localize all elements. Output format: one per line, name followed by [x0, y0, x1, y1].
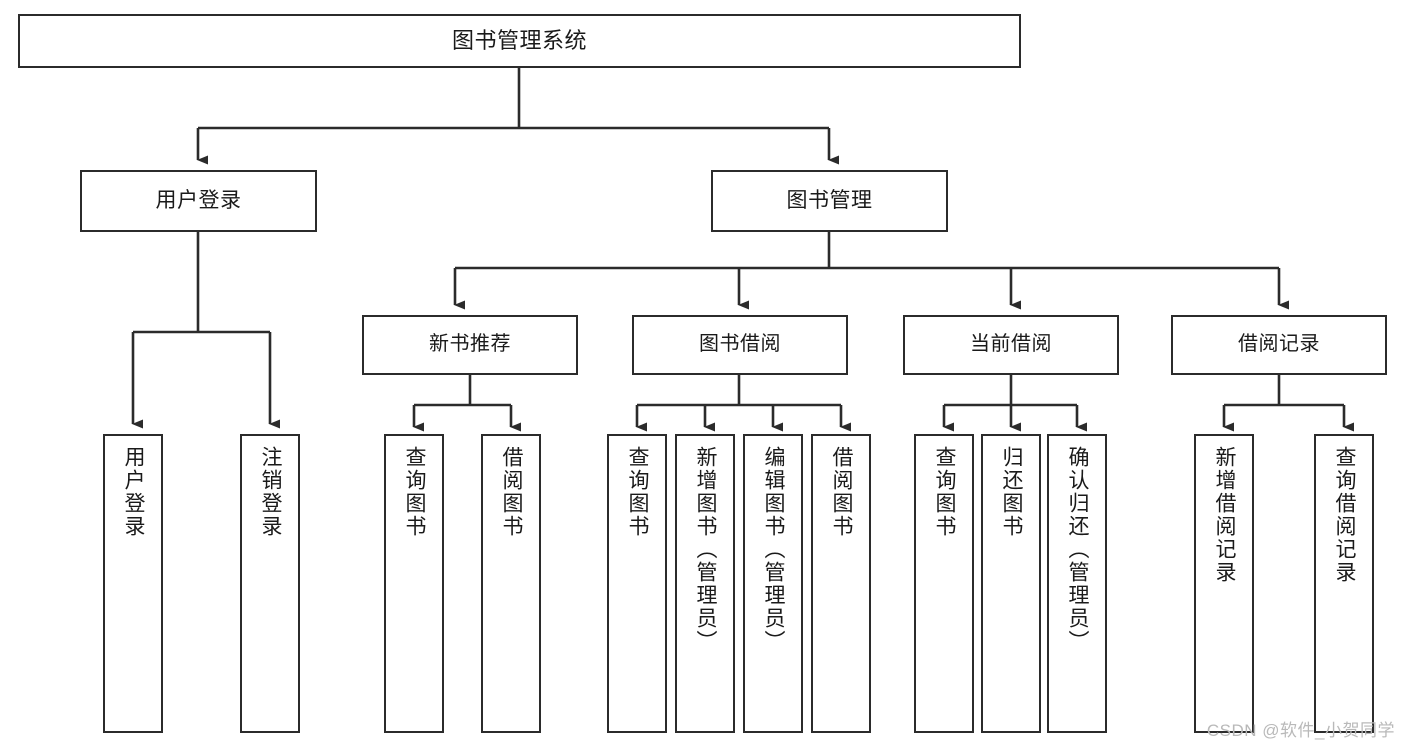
node-leaf-logout-label: 注销登录	[259, 446, 283, 538]
node-book-borrow-label: 图书借阅	[699, 333, 781, 356]
node-leaf-nb-borrow-book[interactable]: 借阅图书	[481, 434, 541, 733]
node-borrow-records[interactable]: 借阅记录	[1171, 315, 1387, 375]
node-leaf-user-login-label: 用户登录	[122, 446, 146, 538]
node-new-books-label: 新书推荐	[429, 333, 511, 356]
node-leaf-br-query-record-label: 查询借阅记录	[1333, 446, 1357, 584]
node-leaf-nb-query-book[interactable]: 查询图书	[384, 434, 444, 733]
node-user-login-label: 用户登录	[155, 188, 242, 212]
node-current-borrow[interactable]: 当前借阅	[903, 315, 1119, 375]
node-leaf-nb-borrow-book-label: 借阅图书	[500, 446, 524, 538]
node-root-label: 图书管理系统	[451, 28, 587, 54]
node-borrow-records-label: 借阅记录	[1238, 333, 1320, 356]
node-new-books[interactable]: 新书推荐	[362, 315, 578, 375]
node-book-manage[interactable]: 图书管理	[711, 170, 948, 232]
node-book-borrow[interactable]: 图书借阅	[632, 315, 848, 375]
node-leaf-cb-return-book[interactable]: 归还图书	[981, 434, 1041, 733]
watermark: CSDN @软件_小贺同学	[1206, 721, 1395, 740]
node-leaf-bb-borrow-book[interactable]: 借阅图书	[811, 434, 871, 733]
node-leaf-cb-return-book-label: 归还图书	[1000, 446, 1024, 538]
node-leaf-cb-confirm-return[interactable]: 确认归还（管理员）	[1047, 434, 1107, 733]
node-leaf-br-query-record[interactable]: 查询借阅记录	[1314, 434, 1374, 733]
node-user-login[interactable]: 用户登录	[80, 170, 317, 232]
node-leaf-br-add-record[interactable]: 新增借阅记录	[1194, 434, 1254, 733]
node-current-borrow-label: 当前借阅	[970, 333, 1052, 356]
node-leaf-cb-query-book[interactable]: 查询图书	[914, 434, 974, 733]
node-leaf-bb-edit-book-label: 编辑图书（管理员）	[762, 446, 786, 653]
node-leaf-nb-query-book-label: 查询图书	[403, 446, 427, 538]
node-leaf-bb-borrow-book-label: 借阅图书	[830, 446, 854, 538]
node-leaf-cb-query-book-label: 查询图书	[933, 446, 957, 538]
node-leaf-bb-query-book-label: 查询图书	[626, 446, 650, 538]
node-root[interactable]: 图书管理系统	[18, 14, 1021, 68]
node-leaf-logout[interactable]: 注销登录	[240, 434, 300, 733]
node-leaf-bb-query-book[interactable]: 查询图书	[607, 434, 667, 733]
node-leaf-br-add-record-label: 新增借阅记录	[1213, 446, 1237, 584]
node-leaf-bb-edit-book[interactable]: 编辑图书（管理员）	[743, 434, 803, 733]
node-leaf-cb-confirm-return-label: 确认归还（管理员）	[1066, 446, 1090, 653]
node-leaf-bb-add-book[interactable]: 新增图书（管理员）	[675, 434, 735, 733]
node-leaf-user-login[interactable]: 用户登录	[103, 434, 163, 733]
node-leaf-bb-add-book-label: 新增图书（管理员）	[694, 446, 718, 653]
node-book-manage-label: 图书管理	[786, 188, 873, 212]
